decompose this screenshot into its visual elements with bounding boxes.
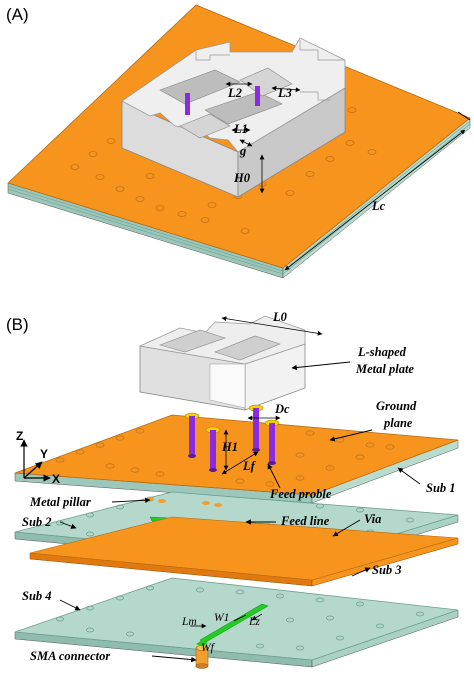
axis-z-label: Z (16, 429, 23, 443)
axis-y-label: Y (40, 447, 48, 461)
callout-ground-line2: plane (383, 416, 413, 430)
panel-b-microstrip-feed (196, 603, 269, 647)
dim-w1: W1 (214, 612, 229, 624)
panel-a-label: (A) (6, 5, 29, 24)
dim-lz: Lz (248, 616, 260, 628)
panel-b-sub3-layer (29, 516, 459, 587)
callout-via: Via (364, 512, 381, 526)
dim-lf: Lf (242, 459, 257, 473)
callout-l-shaped-line1: L-shaped (357, 345, 407, 359)
callout-l-shaped-line2: Metal plate (355, 362, 414, 376)
dim-g: g (239, 144, 246, 158)
dim-l3: L3 (277, 86, 292, 100)
panel-b-ground-via-holes (55, 428, 395, 487)
dim-h1: H1 (221, 440, 238, 454)
panel-b-label: (B) (6, 315, 29, 334)
axis-x-label: X (52, 472, 60, 486)
callout-feed-line: Feed line (280, 514, 330, 528)
callout-sub3: Sub 3 (372, 563, 402, 577)
callout-feed-proble: Feed proble (269, 487, 332, 501)
callout-metal-pillar: Metal pillar (29, 495, 91, 509)
coordinate-axes (20, 439, 51, 482)
dim-wf: Wf (201, 642, 216, 654)
dim-h0: H0 (233, 171, 251, 185)
panel-b-sub4-vias (56, 585, 424, 651)
dim-l2: L2 (227, 86, 242, 100)
panel-a-dimensions (225, 81, 471, 271)
dim-lc: Lc (371, 199, 386, 213)
panel-b-sma-connector (195, 645, 209, 669)
callout-sma-connector: SMA connector (30, 649, 110, 663)
dim-l1: L1 (233, 122, 248, 136)
dim-dc: Dc (274, 402, 290, 416)
panel-b-metal-plate (138, 315, 306, 411)
callout-ground-line1: Ground (376, 399, 417, 413)
dim-lm: Lm (181, 616, 197, 628)
callout-sub2: Sub 2 (22, 515, 52, 529)
callout-sub1: Sub 1 (426, 481, 456, 495)
callout-sub4: Sub 4 (22, 589, 52, 603)
panel-b-feed-probes (184, 404, 280, 472)
dim-l0: L0 (272, 310, 288, 324)
